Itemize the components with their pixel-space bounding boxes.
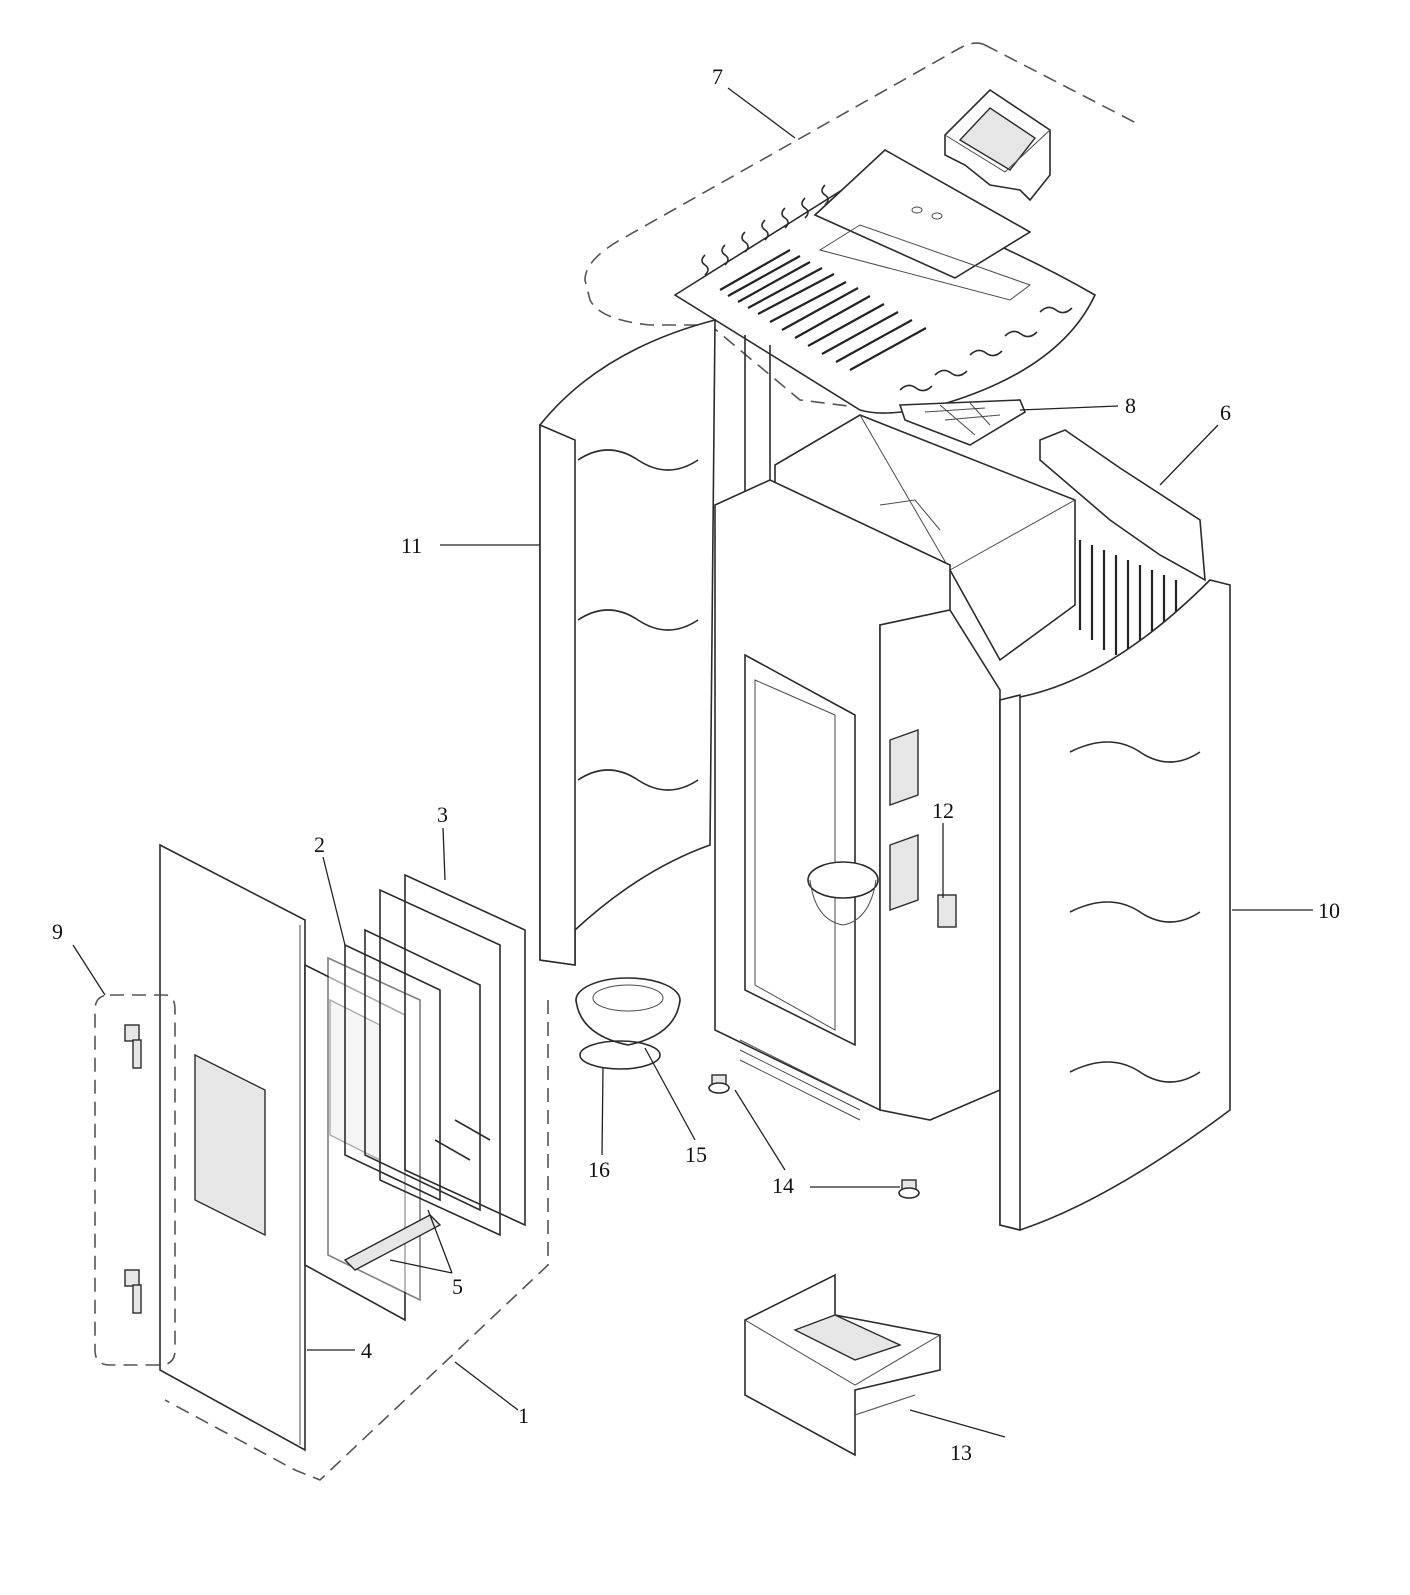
top-cover-group [584,42,1141,414]
stove-body [708,414,1206,1199]
callout-labels: 7 8 6 11 10 12 3 2 9 5 4 1 13 14 15 16 [52,64,1340,1465]
flame-cutouts [701,184,1073,392]
callout-2: 2 [314,832,325,857]
callout-4: 4 [361,1338,372,1363]
top-vent-grille [719,249,927,371]
brazier-pot [575,977,681,1046]
callout-7: 7 [712,64,723,89]
top-grille-plate [673,149,1097,414]
left-side-panel [539,318,716,966]
callout-3: 3 [437,802,448,827]
top-cover-dashed-boundary [584,42,1141,411]
ash-drawer [744,1273,941,1457]
rear-vent-grille [1078,540,1178,655]
adjustable-foot [898,1179,920,1199]
callout-11: 11 [401,533,422,558]
hinge [124,1024,142,1069]
switch-component [937,894,957,928]
callout-5: 5 [452,1274,463,1299]
hinge-dashed-boundary [94,994,176,1366]
callout-15: 15 [685,1142,707,1167]
filter-grid [898,399,1027,446]
control-panel-housing [944,88,1051,202]
callout-13: 13 [950,1440,972,1465]
door-handle [343,1214,442,1271]
callout-10: 10 [1318,898,1340,923]
callout-8: 8 [1125,393,1136,418]
callout-14: 14 [772,1173,794,1198]
callout-9: 9 [52,919,63,944]
door-assembly [94,843,549,1481]
callout-12: 12 [932,798,954,823]
callout-16: 16 [588,1157,610,1182]
hinge [124,1269,142,1314]
door-dashed-boundary [164,1000,549,1481]
callout-1: 1 [518,1403,529,1428]
rear-bracket [1039,429,1206,582]
brazier-gasket [579,1040,661,1070]
right-side-panel [999,579,1231,1232]
leader-lines [72,87,1313,1438]
callout-6: 6 [1220,400,1231,425]
adjustable-foot [708,1074,730,1094]
